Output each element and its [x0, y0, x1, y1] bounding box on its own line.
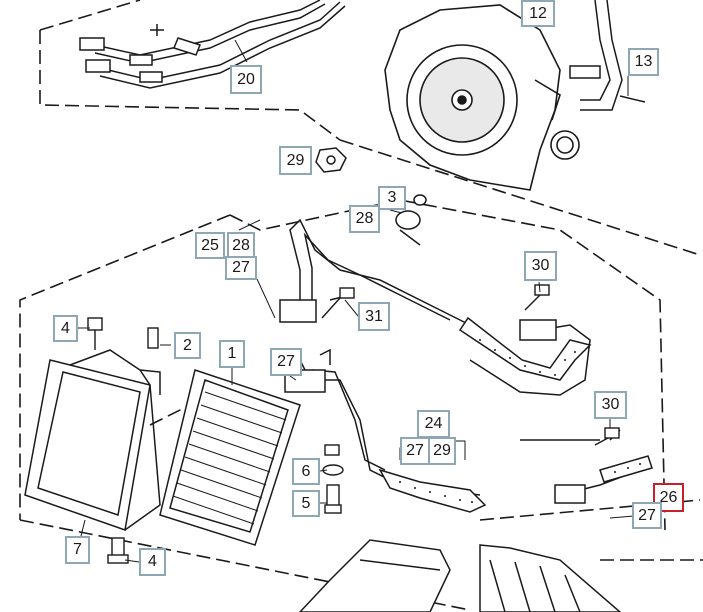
callout-20[interactable]: 20 [230, 65, 262, 94]
callout-2[interactable]: 2 [174, 332, 201, 359]
callout-3[interactable]: 3 [378, 186, 406, 210]
callout-26-highlighted[interactable]: 26 [653, 483, 684, 512]
bolts [87, 284, 620, 564]
callout-4-lower[interactable]: 4 [139, 548, 166, 576]
callout-30-lower[interactable]: 30 [594, 391, 627, 419]
callout-28-hose[interactable]: 28 [227, 232, 255, 259]
callout-30-upper[interactable]: 30 [524, 251, 557, 281]
callout-25[interactable]: 25 [195, 232, 225, 259]
callout-27-lower[interactable]: 27 [400, 437, 430, 465]
leader-lines [76, 39, 635, 563]
callout-24[interactable]: 24 [417, 410, 450, 438]
callout-27-upper-left[interactable]: 27 [225, 256, 257, 280]
oil-line-transmission-right [569, 0, 646, 111]
callout-29-nut[interactable]: 29 [279, 146, 312, 175]
oil-cooler [159, 369, 301, 546]
oil-line-pair-top [79, 0, 346, 89]
callout-27-mid[interactable]: 27 [270, 348, 302, 376]
callout-12[interactable]: 12 [521, 0, 555, 27]
oil-cooler-fins [172, 391, 287, 525]
hose-sleeve-dots [399, 339, 641, 503]
callout-13[interactable]: 13 [628, 48, 659, 76]
callout-7[interactable]: 7 [65, 536, 90, 564]
callout-4-upper[interactable]: 4 [53, 315, 78, 342]
hose-sleeves [378, 316, 653, 513]
callout-5[interactable]: 5 [292, 490, 320, 517]
callout-29-lower[interactable]: 29 [428, 437, 456, 465]
lower-components [298, 539, 622, 612]
callout-28-clamp[interactable]: 28 [349, 205, 380, 233]
callout-27-right[interactable]: 27 [632, 502, 662, 529]
callout-31[interactable]: 31 [358, 302, 390, 331]
cooler-frame [24, 349, 161, 532]
callout-1[interactable]: 1 [219, 340, 245, 368]
nut-29 [315, 147, 347, 173]
hose-clamp [395, 194, 427, 246]
callout-6[interactable]: 6 [292, 458, 320, 485]
transmission-housing [384, 4, 580, 191]
cooler-hoses [279, 218, 646, 504]
